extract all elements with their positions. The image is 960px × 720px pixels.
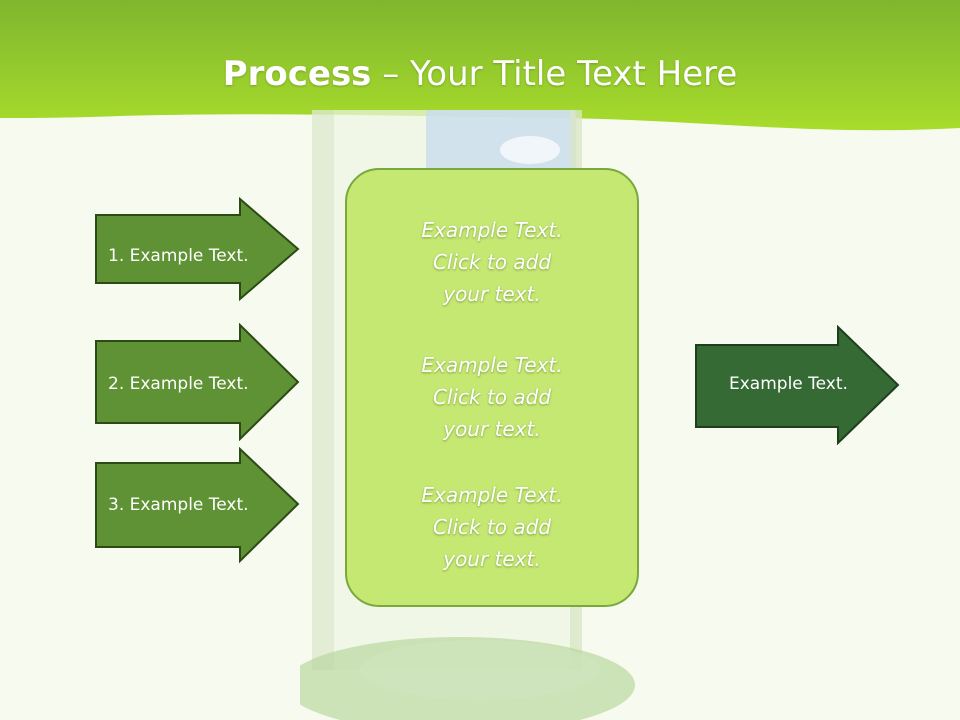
center-block-1-line-3: your text.: [443, 282, 541, 306]
step-label-1: 1. Example Text.: [108, 246, 249, 266]
header-banner: [0, 0, 960, 131]
step-arrow-2[interactable]: [94, 323, 300, 441]
center-block-2-line-3: your text.: [443, 417, 541, 441]
center-block-1: Example Text. Click to add your text.: [347, 214, 637, 310]
step-label-3: 3. Example Text.: [108, 495, 249, 515]
step-label-2: 2. Example Text.: [108, 374, 249, 394]
center-block-3-line-1: Example Text.: [421, 483, 563, 507]
output-arrow[interactable]: [694, 325, 900, 445]
center-block-2: Example Text. Click to add your text.: [347, 349, 637, 445]
title-rest: – Your Title Text Here: [371, 54, 738, 94]
title-bold: Process: [222, 54, 372, 94]
center-block-2-line-1: Example Text.: [421, 353, 563, 377]
center-content-box[interactable]: Example Text. Click to add your text. Ex…: [345, 168, 639, 607]
center-block-1-line-1: Example Text.: [421, 218, 563, 242]
slide-title: Process – Your Title Text Here: [0, 52, 960, 96]
center-block-2-line-2: Click to add: [432, 385, 552, 409]
step-arrow-1[interactable]: [94, 197, 300, 301]
center-block-3-line-3: your text.: [443, 547, 541, 571]
step-arrow-3[interactable]: [94, 447, 300, 565]
center-block-3-line-2: Click to add: [432, 515, 552, 539]
output-label: Example Text.: [729, 374, 848, 394]
center-block-1-line-2: Click to add: [432, 250, 552, 274]
center-block-3: Example Text. Click to add your text.: [347, 479, 637, 575]
